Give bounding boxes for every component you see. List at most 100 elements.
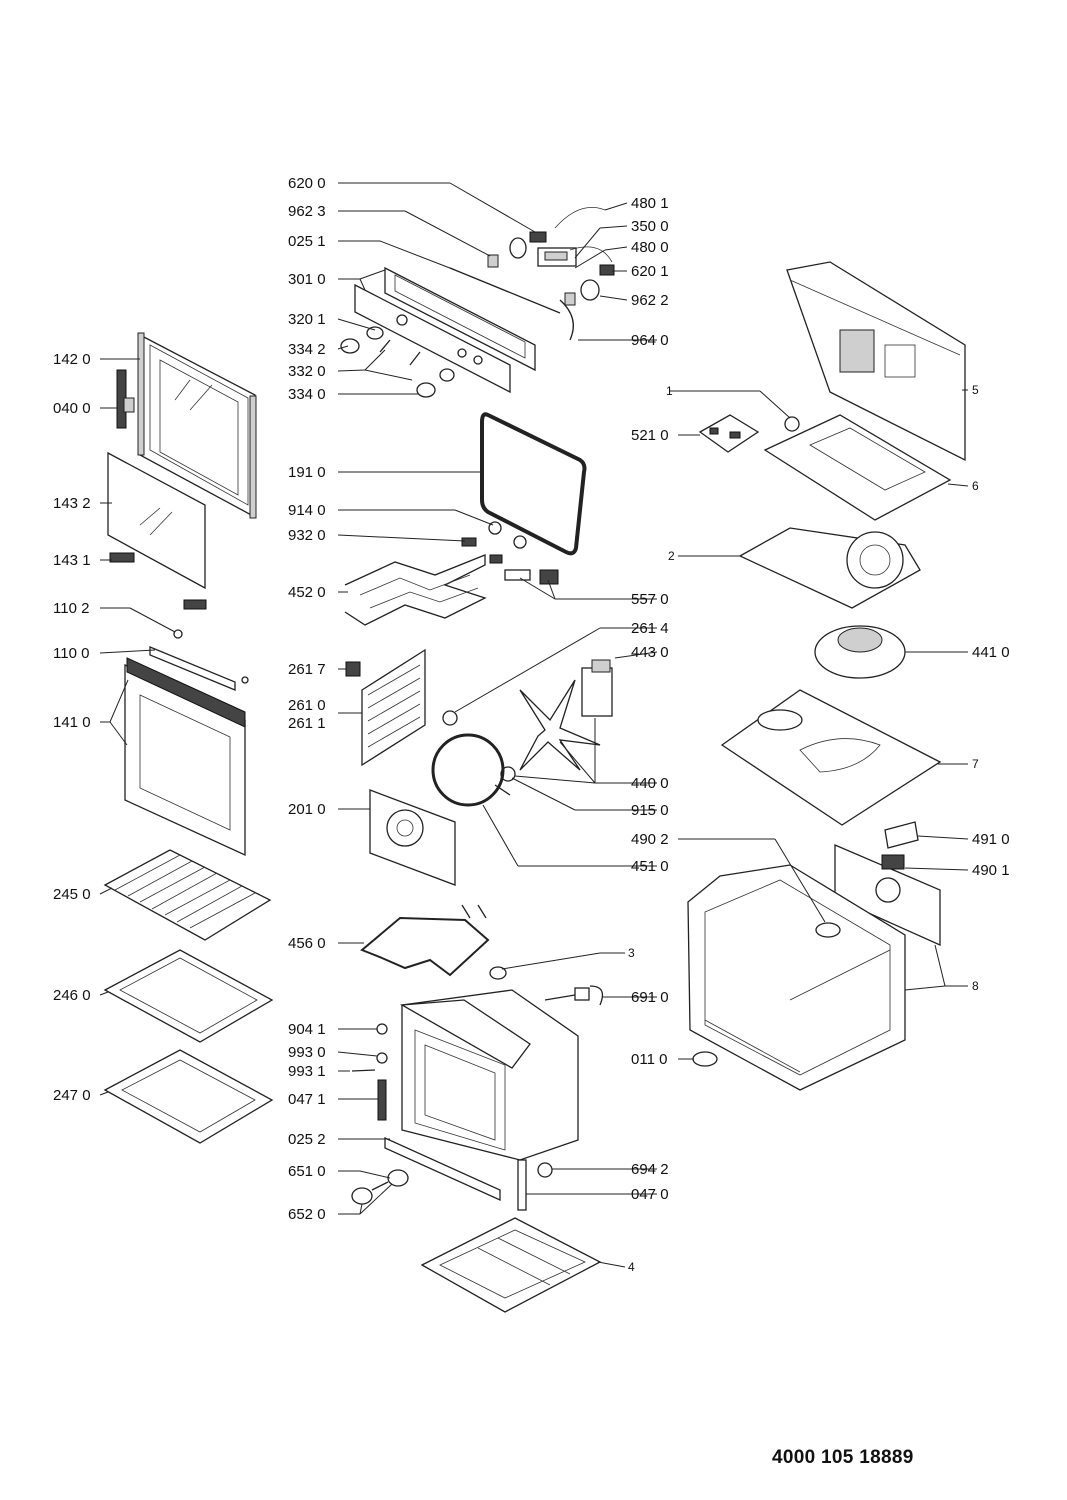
callout-4902: 490 2 (631, 831, 669, 848)
fan-motor-4430 (581, 659, 613, 717)
small-fasteners (351, 1023, 388, 1121)
callout-8: 8 (972, 979, 979, 993)
callout-0252: 025 2 (288, 1131, 326, 1148)
outer-housing-8 (687, 864, 906, 1091)
door-seal-gasket (480, 412, 587, 556)
outer-door-frame (137, 332, 257, 519)
callout-2460: 246 0 (53, 987, 91, 1004)
shallow-baking-tray (103, 949, 274, 1043)
callout-4: 4 (628, 1260, 635, 1274)
callout-4801: 480 1 (631, 195, 669, 212)
callout-3201: 320 1 (288, 311, 326, 328)
callout-1410: 141 0 (53, 714, 91, 731)
callout-9930: 993 0 (288, 1044, 326, 1061)
callout-0251: 025 1 (288, 233, 326, 250)
callout-4430: 443 0 (631, 644, 669, 661)
grill-element-upper (344, 554, 487, 626)
callout-3500: 350 0 (631, 218, 669, 235)
callout-9640: 964 0 (631, 332, 669, 349)
callout-2611: 261 1 (288, 715, 326, 732)
grommet-1 (784, 416, 800, 432)
switches-and-timer (487, 206, 615, 306)
callout-0470: 047 0 (631, 1186, 669, 1203)
oven-cavity (399, 989, 579, 1161)
callout-3010: 301 0 (288, 271, 326, 288)
cooling-fan-4410 (814, 625, 906, 679)
callout-9931: 993 1 (288, 1063, 326, 1080)
callout-3342: 334 2 (288, 341, 326, 358)
callout-0471: 047 1 (288, 1091, 326, 1108)
control-knobs (340, 326, 455, 398)
fan-bearing-6942 (537, 1162, 553, 1178)
callout-4800: 480 0 (631, 239, 669, 256)
callout-3340: 334 0 (288, 386, 326, 403)
thermostat-sensor-5570 (504, 569, 559, 585)
base-plate-7 (720, 689, 942, 826)
callout-9623: 962 3 (288, 203, 326, 220)
callout-6942: 694 2 (631, 1161, 669, 1178)
deep-baking-tray (103, 1049, 274, 1144)
callout-1431: 143 1 (53, 552, 91, 569)
rear-fan-cover (369, 789, 456, 886)
callout-4520: 452 0 (288, 584, 326, 601)
callout-6200: 620 0 (288, 175, 326, 192)
callout-4901: 490 1 (972, 862, 1010, 879)
circular-heating-element (431, 733, 511, 807)
callout-1: 1 (666, 384, 673, 398)
callout-9140: 914 0 (288, 502, 326, 519)
callout-6201: 620 1 (631, 263, 669, 280)
side-rack-runners (345, 648, 426, 767)
callout-5: 5 (972, 383, 979, 397)
callout-2450: 245 0 (53, 886, 91, 903)
callout-5570: 557 0 (631, 591, 669, 608)
fan-blade-4400 (500, 679, 601, 782)
callout-2614: 261 4 (631, 620, 669, 637)
callout-2610: 261 0 (288, 697, 326, 714)
rail-0470 (517, 1159, 527, 1211)
callout-9320: 932 0 (288, 527, 326, 544)
bottom-trim-0252 (384, 1136, 501, 1202)
callout-5210: 521 0 (631, 427, 669, 444)
callout-6520: 652 0 (288, 1206, 326, 1223)
top-panel-6 (763, 414, 952, 521)
callout-1910: 191 0 (288, 464, 326, 481)
callout-1102: 110 2 (53, 600, 89, 617)
callout-3: 3 (628, 946, 635, 960)
base-tray-4 (420, 1217, 602, 1313)
lamp-socket-6910 (544, 985, 604, 1006)
fan-duct-2 (738, 527, 921, 609)
callout-6910: 691 0 (631, 989, 669, 1006)
callout-7: 7 (972, 757, 979, 771)
fittings-914-932 (461, 521, 527, 564)
knob-pair-651-652 (351, 1169, 409, 1205)
door-top-profile (149, 646, 249, 691)
back-panel-5 (786, 261, 966, 462)
callout-4560: 456 0 (288, 935, 326, 952)
bottom-heating-element (360, 904, 490, 977)
callout-6510: 651 0 (288, 1163, 326, 1180)
callout-2: 2 (668, 549, 675, 563)
callout-1432: 143 2 (53, 495, 91, 512)
callout-6: 6 (972, 479, 979, 493)
control-board-5210 (698, 414, 760, 453)
callout-0400: 040 0 (53, 400, 91, 417)
callout-4410: 441 0 (972, 644, 1010, 661)
callout-2470: 247 0 (53, 1087, 91, 1104)
callout-4510: 451 0 (631, 858, 669, 875)
callout-2010: 201 0 (288, 801, 326, 818)
cable-9640 (559, 299, 574, 341)
front-door-panel (124, 657, 246, 857)
control-panel-fascia (354, 266, 536, 394)
document-number: 4000 105 18889 (772, 1447, 914, 1468)
cap-2614 (442, 710, 458, 726)
callout-9150: 915 0 (631, 802, 669, 819)
callout-labels: 620 0 962 3 025 1 301 0 320 1 334 2 332 … (53, 175, 1010, 1274)
callout-9041: 904 1 (288, 1021, 326, 1038)
wire-shelf-rack (103, 849, 272, 941)
rear-panel-4901 (834, 844, 941, 947)
callout-4400: 440 0 (631, 775, 669, 792)
lamp-3 (489, 966, 507, 980)
leader-lines (99, 182, 969, 1268)
callout-3320: 332 0 (288, 363, 326, 380)
